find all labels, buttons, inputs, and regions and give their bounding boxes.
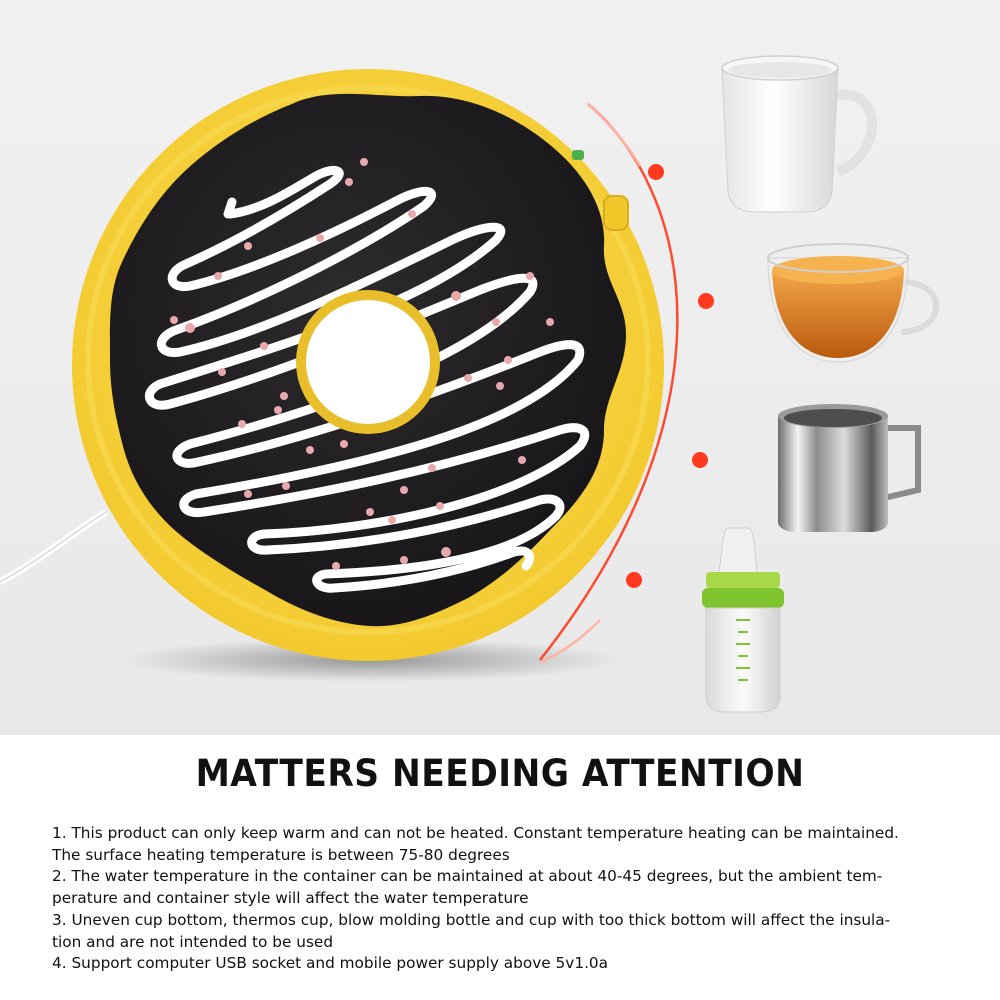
note-line: tion and are not intended to be used (52, 932, 334, 951)
notes-title: MATTERS NEEDING ATTENTION (195, 752, 805, 795)
arc-dot (626, 572, 642, 588)
donut-hole (306, 300, 430, 424)
icing-drizzle (144, 165, 590, 593)
tea-cup (767, 243, 940, 363)
sprinkles (170, 158, 554, 570)
attention-panel (0, 735, 1000, 1000)
power-button (603, 195, 629, 231)
note-line: 1. This product can only keep warm and c… (52, 824, 899, 842)
note-line: 2. The water temperature in the containe… (52, 867, 883, 886)
notes-list: 1. This product can only keep warm and c… (52, 823, 972, 975)
donut-cup-warmer (72, 69, 664, 661)
heat-arc (539, 103, 714, 664)
steel-cup (778, 404, 921, 532)
note-line: perature and container style will affect… (52, 889, 529, 908)
hero-illustration (0, 55, 940, 713)
ceramic-mug (721, 55, 878, 213)
arc-dot (692, 452, 708, 468)
note-line: The surface heating temperature is betwe… (52, 845, 510, 864)
note-line: 3. Uneven cup bottom, thermos cup, blow … (52, 910, 891, 929)
note-line: 4. Support computer USB socket and mobil… (52, 954, 609, 973)
baby-bottle (702, 527, 784, 713)
arc-dot (698, 293, 714, 309)
arc-dot (648, 164, 664, 180)
indicator-light (572, 150, 584, 160)
product-hero-image (0, 0, 1000, 735)
